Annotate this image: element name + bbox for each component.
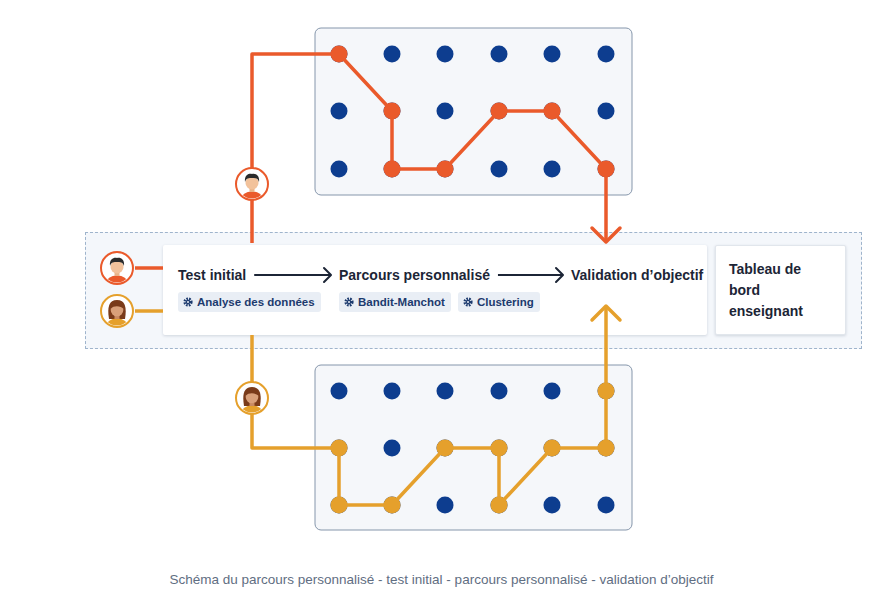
grid-dot bbox=[598, 440, 615, 457]
grid-dot bbox=[331, 440, 348, 457]
figure-caption: Schéma du parcours personnalisé - test i… bbox=[0, 571, 883, 589]
student-avatar bbox=[236, 168, 268, 207]
step-title: Test initial bbox=[172, 262, 252, 288]
method-chip: Analyse des données bbox=[178, 292, 321, 312]
arrow-line bbox=[254, 274, 331, 276]
dashboard-box: Tableau de bord enseignant bbox=[715, 245, 846, 335]
grid-dot bbox=[384, 103, 401, 120]
grid-dot bbox=[544, 103, 561, 120]
stage-panel bbox=[163, 245, 707, 335]
grid-dot bbox=[544, 161, 561, 178]
step-title: Parcours personnalisé bbox=[333, 262, 496, 288]
arrow-line bbox=[498, 274, 563, 276]
chip-text: Bandit-Manchot bbox=[358, 295, 445, 309]
grid-dot bbox=[544, 46, 561, 63]
grid-dot bbox=[437, 46, 454, 63]
avatar-link bbox=[135, 309, 163, 313]
grid-dot bbox=[598, 383, 615, 400]
grid-dot bbox=[598, 497, 615, 514]
grid-dot bbox=[598, 46, 615, 63]
student-avatar bbox=[101, 295, 133, 334]
grid-dot bbox=[491, 440, 508, 457]
grid-dot bbox=[598, 103, 615, 120]
grid-dot bbox=[384, 161, 401, 178]
gear-icon bbox=[463, 297, 473, 307]
grid-dot bbox=[384, 46, 401, 63]
gear-icon bbox=[183, 297, 193, 307]
node-text: Parcours personnalisé bbox=[339, 265, 490, 285]
grid-dot bbox=[491, 161, 508, 178]
method-chip: Clustering bbox=[458, 292, 540, 312]
grid-dot bbox=[437, 497, 454, 514]
grid-dot bbox=[331, 46, 348, 63]
grid-dot bbox=[598, 161, 615, 178]
node-text: Test initial bbox=[178, 265, 246, 285]
student-avatar bbox=[101, 252, 133, 291]
grid-dot bbox=[491, 497, 508, 514]
method-chip: Bandit-Manchot bbox=[339, 292, 451, 312]
step-title: Validation d’objectif bbox=[565, 262, 709, 288]
flow-arrow bbox=[254, 268, 331, 282]
grid-dot bbox=[491, 383, 508, 400]
grid-dot bbox=[437, 383, 454, 400]
arrowhead bbox=[324, 268, 331, 282]
student-avatar bbox=[236, 382, 268, 421]
chip-text: Analyse des données bbox=[197, 295, 315, 309]
learning-path bbox=[252, 54, 606, 243]
grid-dot bbox=[437, 161, 454, 178]
node-text: Tableau de bord enseignant bbox=[729, 259, 835, 322]
grid-dot bbox=[437, 440, 454, 457]
avatar-link bbox=[135, 266, 163, 270]
path-arrowhead bbox=[592, 306, 620, 320]
path-dots bbox=[331, 46, 615, 178]
chip-text: Clustering bbox=[477, 295, 534, 309]
grid-dot bbox=[331, 103, 348, 120]
path-arrowhead bbox=[592, 228, 620, 242]
grid-dot bbox=[384, 440, 401, 457]
grid-dot bbox=[544, 383, 561, 400]
grid-dot bbox=[331, 383, 348, 400]
grid-dot bbox=[331, 161, 348, 178]
arrowhead bbox=[556, 268, 563, 282]
flow-arrow bbox=[498, 268, 563, 282]
path-dots bbox=[331, 383, 615, 514]
gear-icon bbox=[344, 297, 354, 307]
grid-dot bbox=[544, 440, 561, 457]
learning-path bbox=[252, 307, 606, 505]
grid-dot bbox=[544, 497, 561, 514]
grid-dot bbox=[331, 497, 348, 514]
grid-dot bbox=[491, 103, 508, 120]
grid-dot bbox=[384, 497, 401, 514]
grid-dot bbox=[491, 46, 508, 63]
node-text: Validation d’objectif bbox=[571, 265, 703, 285]
grid-panel bbox=[315, 28, 632, 195]
grid-dot bbox=[384, 383, 401, 400]
grid-dot bbox=[437, 103, 454, 120]
